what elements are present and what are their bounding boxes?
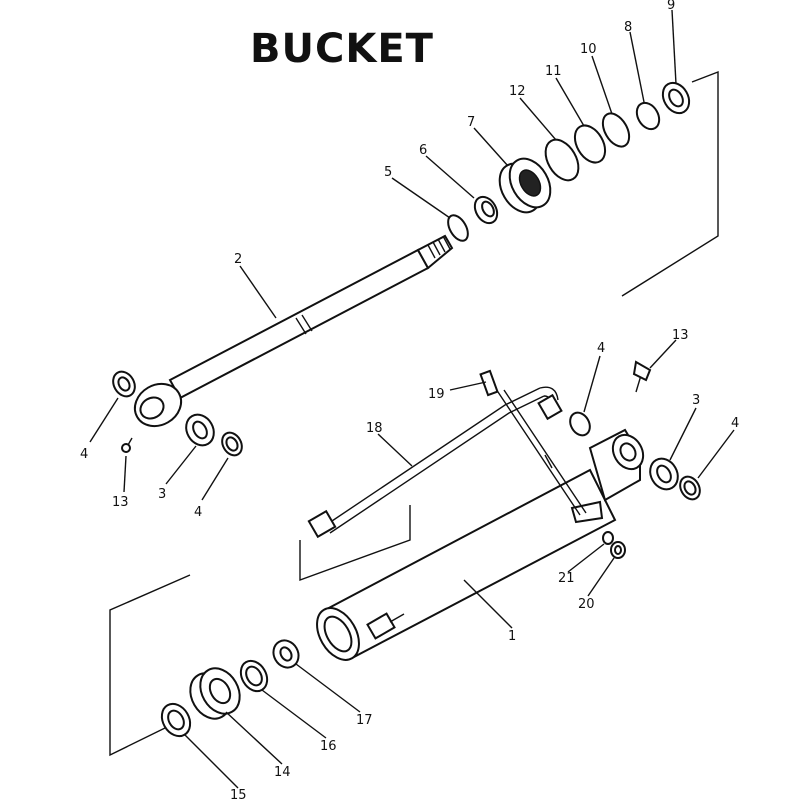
label-1: 1 <box>508 629 516 644</box>
label-14: 14 <box>274 765 291 780</box>
label-12: 12 <box>509 84 526 99</box>
grease-fitting-13-right <box>632 360 652 393</box>
label-15: 15 <box>230 788 247 800</box>
label-17: 17 <box>356 713 373 728</box>
piston-7 <box>498 157 552 214</box>
dust-seal-4-right-a <box>569 411 591 437</box>
label-18: 18 <box>366 421 383 436</box>
lower-bracket-line <box>109 574 191 757</box>
label-13-right: 13 <box>672 328 689 343</box>
hose-bracket-line <box>299 505 411 581</box>
label-4-left-a: 4 <box>80 447 88 462</box>
cylinder-tube <box>316 428 645 661</box>
label-5: 5 <box>384 165 392 180</box>
nut-6 <box>473 195 499 225</box>
bushing-3-left <box>185 413 215 447</box>
dust-seal-4-left <box>112 370 136 398</box>
label-4-right-b: 4 <box>731 416 739 431</box>
piston-rod <box>133 234 454 428</box>
label-9: 9 <box>667 0 675 13</box>
dust-seal-4-right-b <box>679 475 701 501</box>
ring-11 <box>573 124 607 164</box>
dust-seal-4-left-b <box>221 431 243 457</box>
seal-15 <box>160 702 192 738</box>
seal-9 <box>661 81 691 115</box>
label-7: 7 <box>467 115 475 130</box>
ring-10 <box>601 112 631 148</box>
nut-20 <box>610 541 626 559</box>
label-4-left-b: 4 <box>194 505 202 520</box>
label-16: 16 <box>320 739 337 754</box>
bushing-3-right <box>649 457 679 491</box>
grease-fitting-13-left <box>121 437 133 453</box>
leader-lines <box>89 9 735 789</box>
upper-bracket-line <box>621 70 719 297</box>
label-19: 19 <box>428 387 445 402</box>
label-6: 6 <box>419 143 427 158</box>
label-20: 20 <box>578 597 595 612</box>
label-2: 2 <box>234 252 242 267</box>
snap-ring-5 <box>447 214 469 242</box>
bushing-8 <box>635 101 661 131</box>
piston-14 <box>189 667 241 720</box>
nut-17 <box>272 639 300 669</box>
label-4-right-a: 4 <box>597 341 605 356</box>
label-3-right: 3 <box>692 393 700 408</box>
washer-21 <box>602 531 614 545</box>
hose-tube <box>307 386 563 539</box>
label-8: 8 <box>624 20 632 35</box>
ring-16 <box>239 659 269 693</box>
label-11: 11 <box>545 64 562 79</box>
label-10: 10 <box>580 42 597 57</box>
label-21: 21 <box>558 571 575 586</box>
label-3-left: 3 <box>158 487 166 502</box>
label-13-left: 13 <box>112 495 129 510</box>
ring-12 <box>544 138 580 182</box>
diagram-title: BUCKET <box>250 26 434 72</box>
pipe-clamp <box>479 369 587 516</box>
